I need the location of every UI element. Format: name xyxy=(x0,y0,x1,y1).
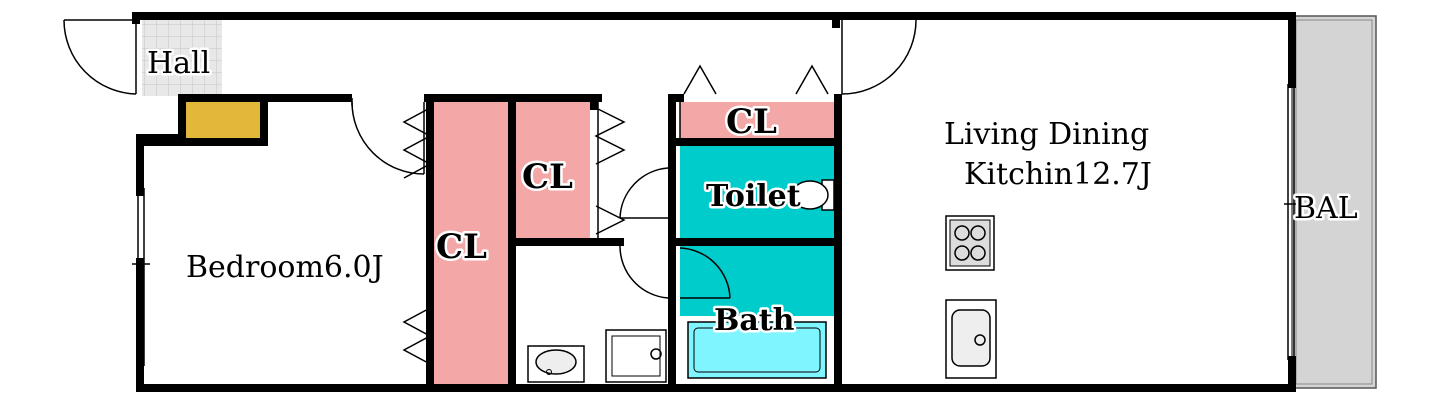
toilet-icon xyxy=(791,179,835,211)
bath-label: Bath xyxy=(714,303,795,338)
walls xyxy=(132,12,1296,392)
bathtub xyxy=(687,321,827,379)
stove-icon xyxy=(945,215,995,271)
ldk-label-line2: Kitchin12.7J xyxy=(964,157,1152,192)
closet-top xyxy=(680,102,834,138)
bedroom-label: Bedroom6.0J xyxy=(186,250,384,285)
balcony-area xyxy=(1291,15,1377,389)
kitchen-sink-icon xyxy=(945,299,997,379)
bath-room xyxy=(680,246,834,316)
entrance-step xyxy=(180,102,264,142)
closet-mid xyxy=(516,100,590,238)
hall-floor xyxy=(142,20,222,96)
ldk-label-line1: Living Dining xyxy=(944,117,1149,152)
closet-large-label: CL xyxy=(436,227,487,267)
closet-large xyxy=(434,100,508,384)
closet-top-label: CL xyxy=(726,102,777,142)
wash-basin-icon xyxy=(527,345,585,383)
closet-mid-label: CL xyxy=(522,157,573,197)
doors-and-windows xyxy=(63,19,1300,366)
washing-machine-icon xyxy=(605,329,667,383)
hall-label: Hall xyxy=(147,46,210,81)
balcony-label: BAL xyxy=(1294,191,1358,226)
toilet-label: Toilet xyxy=(706,179,801,214)
